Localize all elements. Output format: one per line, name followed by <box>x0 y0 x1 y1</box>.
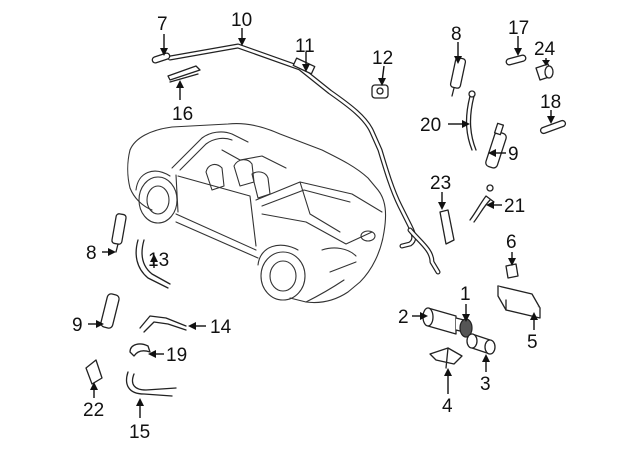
callout-9-right: 9 <box>508 144 519 165</box>
callout-9-left: 9 <box>72 315 83 336</box>
part-3-reservoir <box>466 333 496 355</box>
part-6-valve <box>505 263 519 279</box>
callout-8-right: 8 <box>451 24 462 45</box>
callout-3: 3 <box>480 374 491 395</box>
part-14-hydraulic-line <box>139 315 187 333</box>
callout-12: 12 <box>372 48 393 69</box>
part-8-lift-cylinder-left <box>111 213 127 253</box>
part-7-clip <box>151 52 171 64</box>
callout-16: 16 <box>172 104 193 125</box>
callout-17: 17 <box>508 18 529 39</box>
part-18-rod <box>539 119 567 135</box>
leader-lines <box>88 28 555 418</box>
part-9-lock-cylinder-right <box>485 122 507 169</box>
part-5-control-module <box>497 285 541 319</box>
part-9-lock-cylinder-left <box>100 293 120 329</box>
part-20-hydraulic-line <box>465 90 477 151</box>
part-15-hydraulic-line <box>125 371 177 397</box>
callout-6: 6 <box>506 232 517 253</box>
part-22-clip <box>85 359 103 385</box>
callout-15: 15 <box>129 422 150 443</box>
callout-11: 11 <box>295 36 315 57</box>
part-2-pump-motor <box>422 307 465 335</box>
part-17-pin <box>505 54 527 66</box>
convertible-car-outline <box>127 122 387 304</box>
callout-4: 4 <box>442 396 453 417</box>
part-12-grommet <box>371 84 389 99</box>
part-24-cap <box>535 63 554 81</box>
callout-labels: 7 10 11 12 16 8 17 24 18 20 9 23 21 6 5 … <box>72 10 561 443</box>
part-23-bracket <box>439 209 455 245</box>
callout-24: 24 <box>534 39 556 60</box>
callout-10: 10 <box>231 10 252 31</box>
hydraulic-hose-assembly <box>167 43 441 275</box>
callout-13: 13 <box>148 250 169 271</box>
part-8-lift-cylinder-right <box>449 57 467 97</box>
callout-2: 2 <box>398 307 409 328</box>
callout-22: 22 <box>83 400 104 421</box>
callout-5: 5 <box>527 332 538 353</box>
callout-21: 21 <box>504 196 525 217</box>
part-21-hydraulic-line <box>469 184 495 223</box>
part-4-mount-bracket <box>429 347 463 369</box>
callout-18: 18 <box>540 92 561 113</box>
callout-19: 19 <box>166 345 187 366</box>
callout-20: 20 <box>420 115 441 136</box>
callout-1: 1 <box>460 284 471 305</box>
callout-8-left: 8 <box>86 243 97 264</box>
part-16-bracket <box>167 65 201 83</box>
callout-14: 14 <box>210 317 232 338</box>
callout-23: 23 <box>430 173 451 194</box>
callout-7: 7 <box>157 14 168 35</box>
part-19-clamp <box>129 343 151 357</box>
